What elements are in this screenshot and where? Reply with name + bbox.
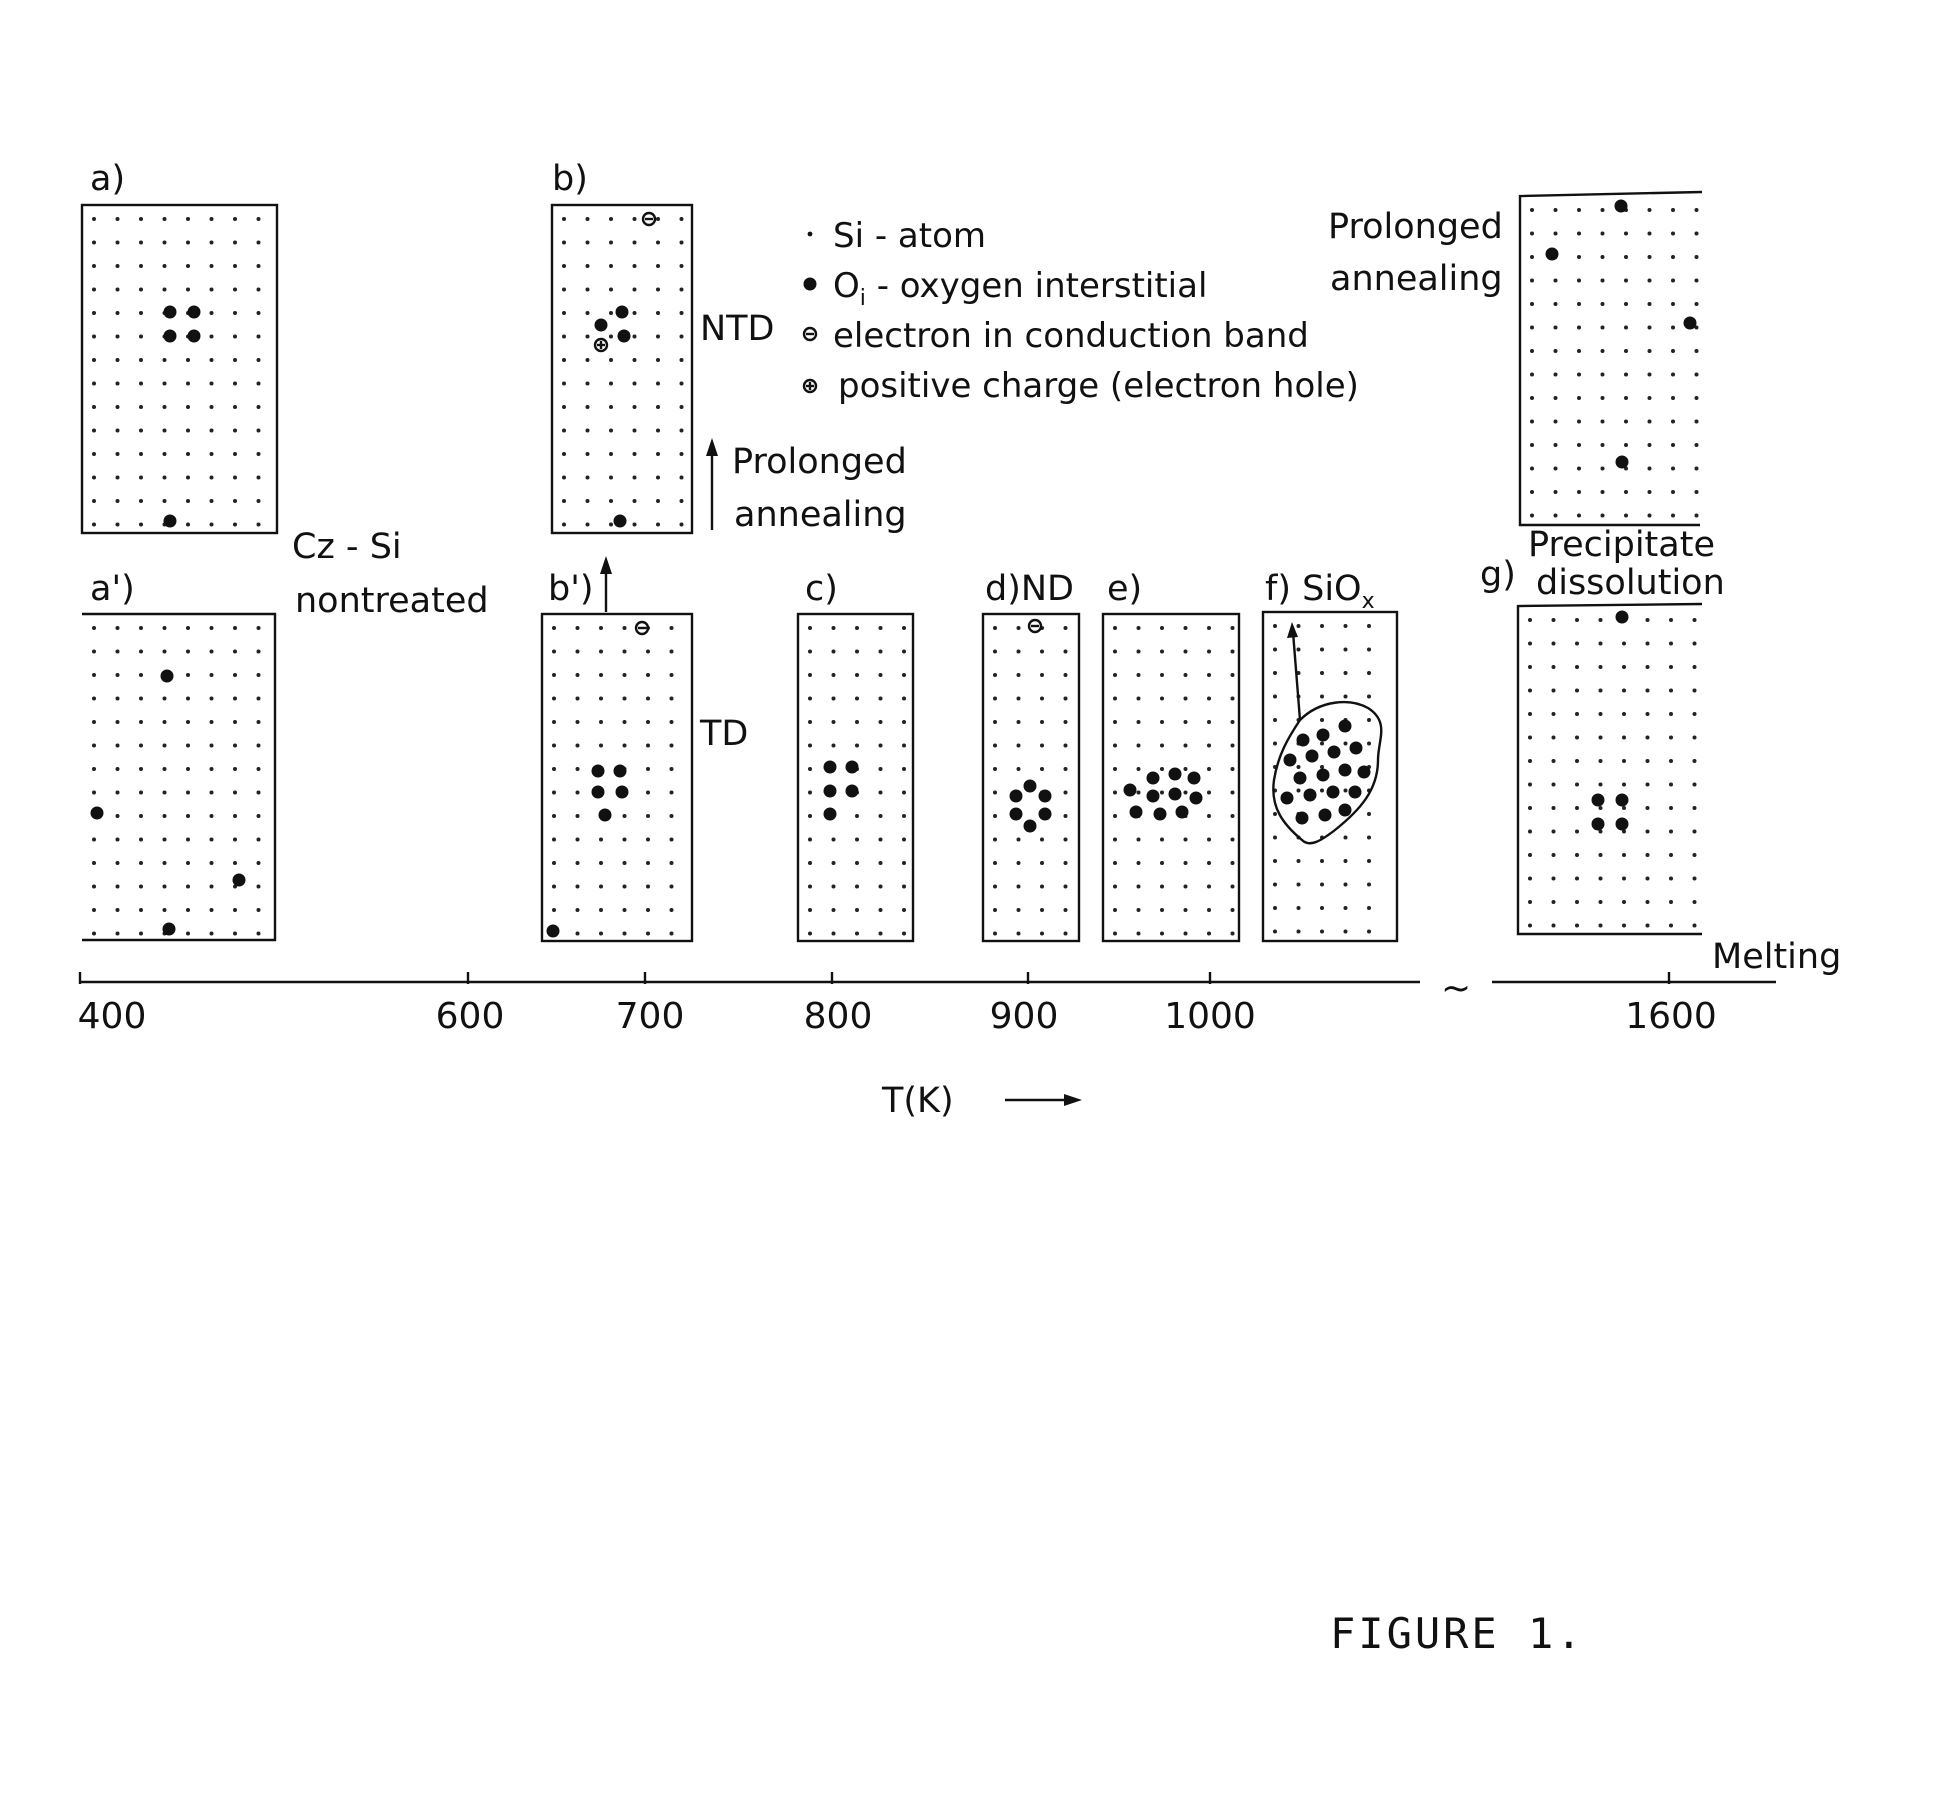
prolonged-annealing-middle: Prolonged annealing <box>706 438 907 535</box>
legend-oxygen-dot <box>803 277 817 291</box>
prolonged-middle-line2: annealing <box>734 495 907 535</box>
precipitate-pointer <box>1291 631 1302 721</box>
si-lattice-g <box>1528 618 1697 928</box>
panel-label-d: d)ND <box>985 569 1074 609</box>
panel-a-prime: a') Cz - Si nontreated <box>82 527 489 942</box>
si-lattice-c <box>808 626 906 936</box>
si-lattice-e <box>1113 626 1235 936</box>
melting-label: Melting <box>1712 937 1841 977</box>
electron-symbol-b <box>641 211 657 227</box>
ntd-label: NTD <box>700 309 775 349</box>
legend-oxygen: Oi - oxygen interstitial <box>833 266 1207 311</box>
oxygen-atoms-d <box>1009 779 1052 833</box>
panel-a: a) <box>80 159 279 535</box>
axis-title-arrow-head <box>1064 1094 1082 1106</box>
oxygen-atoms-a <box>163 305 201 528</box>
oxygen-atoms-e <box>1123 767 1203 821</box>
prolonged-middle-line1: Prolonged <box>732 442 907 482</box>
prolonged-right-line2: annealing <box>1330 259 1503 299</box>
panel-g: g) Precipitate dissolution <box>1480 525 1725 936</box>
si-lattice-b-prime <box>552 626 674 936</box>
si-lattice-a-prime <box>92 626 261 936</box>
legend: Si - atom Oi - oxygen interstitial elect… <box>802 216 1359 406</box>
legend-electron-symbol <box>802 326 818 342</box>
siox-precipitate-outline <box>1272 701 1383 845</box>
panel-frame-d <box>981 612 1081 943</box>
hole-symbol-b <box>593 337 609 353</box>
oxygen-atoms-g <box>1591 610 1629 831</box>
panel-d: d)ND <box>981 569 1081 943</box>
legend-hole: positive charge (electron hole) <box>838 366 1359 406</box>
tick-label-1000: 1000 <box>1164 996 1256 1037</box>
panel-label-a: a) <box>90 159 125 199</box>
panel-frame-c <box>796 612 915 943</box>
tick-label-400: 400 <box>78 996 147 1037</box>
panel-b-prime: b') TD <box>540 556 748 943</box>
precipitate-line2: dissolution <box>1536 563 1725 603</box>
oxygen-atoms-f <box>1280 719 1371 825</box>
td-label: TD <box>699 714 748 754</box>
axis-break-symbol: ~ <box>1441 968 1471 1009</box>
oxygen-atoms-right-top <box>1545 199 1697 469</box>
panel-frame-b-prime <box>540 612 694 943</box>
legend-electron: electron in conduction band <box>833 316 1309 356</box>
cz-si-label-line1: Cz - Si <box>292 527 402 567</box>
tick-label-600: 600 <box>436 996 505 1037</box>
oxygen-atoms-b <box>594 305 631 528</box>
panel-label-a-prime: a') <box>90 569 135 609</box>
panel-prolonged-right: Prolonged annealing <box>1328 190 1703 527</box>
panel-label-b-prime: b') <box>548 569 594 609</box>
si-lattice-right-top <box>1530 208 1699 518</box>
panel-frame-a <box>80 203 279 535</box>
figure-caption: FIGURE 1. <box>1330 1609 1585 1658</box>
panel-b: b) NTD <box>550 159 775 535</box>
temperature-axis: ~ 400 600 700 800 900 1000 1600 Melting … <box>78 937 1842 1121</box>
panel-frame-b <box>550 203 694 535</box>
panel-label-e: e) <box>1107 569 1142 609</box>
electron-symbol-b-prime <box>634 620 650 636</box>
panel-label-g: g) <box>1480 555 1516 595</box>
legend-si-atom: Si - atom <box>833 216 986 256</box>
oxygen-atoms-b-prime <box>546 764 629 938</box>
panel-label-c: c) <box>805 569 838 609</box>
precipitate-line1: Precipitate <box>1528 525 1715 565</box>
si-lattice-a <box>92 217 261 527</box>
panel-f: f) SiOx <box>1261 569 1399 943</box>
cz-si-label-line2: nontreated <box>295 581 489 621</box>
arrow-head-b-prime <box>600 556 612 574</box>
panel-label-b: b) <box>552 159 588 199</box>
prolonged-right-line1: Prolonged <box>1328 207 1503 247</box>
panel-c: c) <box>796 569 915 943</box>
panel-e: e) <box>1101 569 1241 943</box>
precipitate-pointer-head <box>1287 622 1298 638</box>
oxygen-atoms-a-prime <box>90 669 246 936</box>
panel-frame-a-prime <box>82 612 277 942</box>
axis-title: T(K) <box>881 1081 954 1121</box>
panel-frame-f <box>1261 610 1399 943</box>
tick-label-700: 700 <box>616 996 685 1037</box>
si-lattice-b <box>562 217 684 527</box>
electron-symbol-d <box>1027 618 1043 634</box>
legend-hole-symbol <box>802 378 818 394</box>
tick-label-1600: 1600 <box>1625 996 1717 1037</box>
panel-label-f: f) SiOx <box>1265 569 1375 614</box>
tick-label-900: 900 <box>990 996 1059 1037</box>
panel-frame-e <box>1101 612 1241 943</box>
oxygen-atoms-c <box>823 760 859 821</box>
legend-si-dot <box>807 231 813 237</box>
arrow-head-middle <box>706 438 718 456</box>
tick-label-800: 800 <box>804 996 873 1037</box>
panel-frame-g <box>1516 602 1703 936</box>
panel-frame-right-top <box>1518 190 1703 527</box>
